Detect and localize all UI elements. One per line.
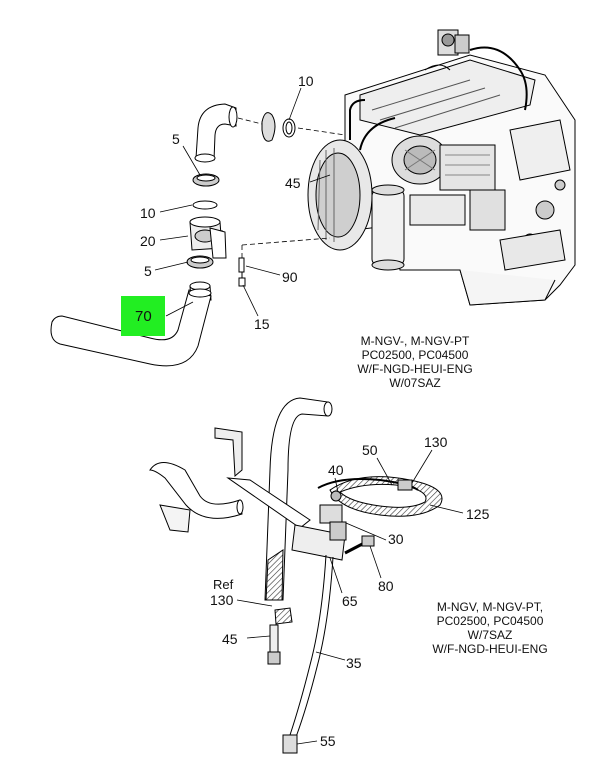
caption-bottom-line-2: PC02500, PC04500 bbox=[436, 614, 544, 628]
callout-ref-label: Ref bbox=[213, 577, 234, 592]
engine-illustration bbox=[307, 29, 576, 306]
callout-10-middle: 10 bbox=[140, 205, 156, 221]
highlight-part-70 bbox=[121, 296, 165, 336]
callout-10-top: 10 bbox=[298, 73, 314, 89]
callout-130-ref: 130 bbox=[210, 592, 234, 608]
caption-top-line-3: W/F-NGD-HEUI-ENG bbox=[357, 362, 473, 376]
callout-15: 15 bbox=[254, 316, 270, 332]
callout-130-top: 130 bbox=[424, 434, 448, 450]
callout-80: 80 bbox=[378, 578, 394, 594]
callout-5-upper: 5 bbox=[172, 131, 180, 147]
caption-top-line-1: M-NGV-, M-NGV-PT bbox=[360, 334, 470, 348]
caption-bottom-line-4: W/F-NGD-HEUI-ENG bbox=[432, 642, 548, 656]
callout-65: 65 bbox=[342, 593, 358, 609]
elbow-pipe-icon bbox=[186, 103, 296, 301]
callout-35: 35 bbox=[346, 655, 362, 671]
coolant-hose-icon bbox=[50, 288, 212, 367]
callout-40: 40 bbox=[328, 462, 344, 478]
callout-55: 55 bbox=[320, 733, 336, 749]
callout-leaders-bottom bbox=[236, 449, 464, 745]
caption-bottom-line-1: M-NGV, M-NGV-PT, bbox=[436, 600, 544, 614]
callout-20: 20 bbox=[140, 233, 156, 249]
caption-bottom: M-NGV, M-NGV-PT, PC02500, PC04500 W/7SAZ… bbox=[420, 600, 560, 656]
caption-top-line-4: W/07SAZ bbox=[389, 376, 441, 390]
callout-45-bottom: 45 bbox=[222, 631, 238, 647]
callout-50: 50 bbox=[362, 442, 378, 458]
callout-45-top: 45 bbox=[285, 175, 301, 191]
callout-leaders-top bbox=[154, 87, 331, 317]
callout-5-lower: 5 bbox=[144, 263, 152, 279]
caption-top-line-2: PC02500, PC04500 bbox=[361, 348, 469, 362]
callout-90: 90 bbox=[282, 269, 298, 285]
coolant-hose-icon bbox=[282, 554, 334, 754]
lower-assembly bbox=[149, 397, 443, 665]
fitting-icon bbox=[238, 257, 246, 287]
callout-70-highlighted[interactable]: 70 bbox=[135, 308, 152, 325]
callout-30: 30 bbox=[388, 531, 404, 547]
caption-top: M-NGV-, M-NGV-PT PC02500, PC04500 W/F-NG… bbox=[350, 334, 480, 390]
callout-125: 125 bbox=[466, 506, 490, 522]
caption-bottom-line-3: W/7SAZ bbox=[467, 628, 513, 642]
